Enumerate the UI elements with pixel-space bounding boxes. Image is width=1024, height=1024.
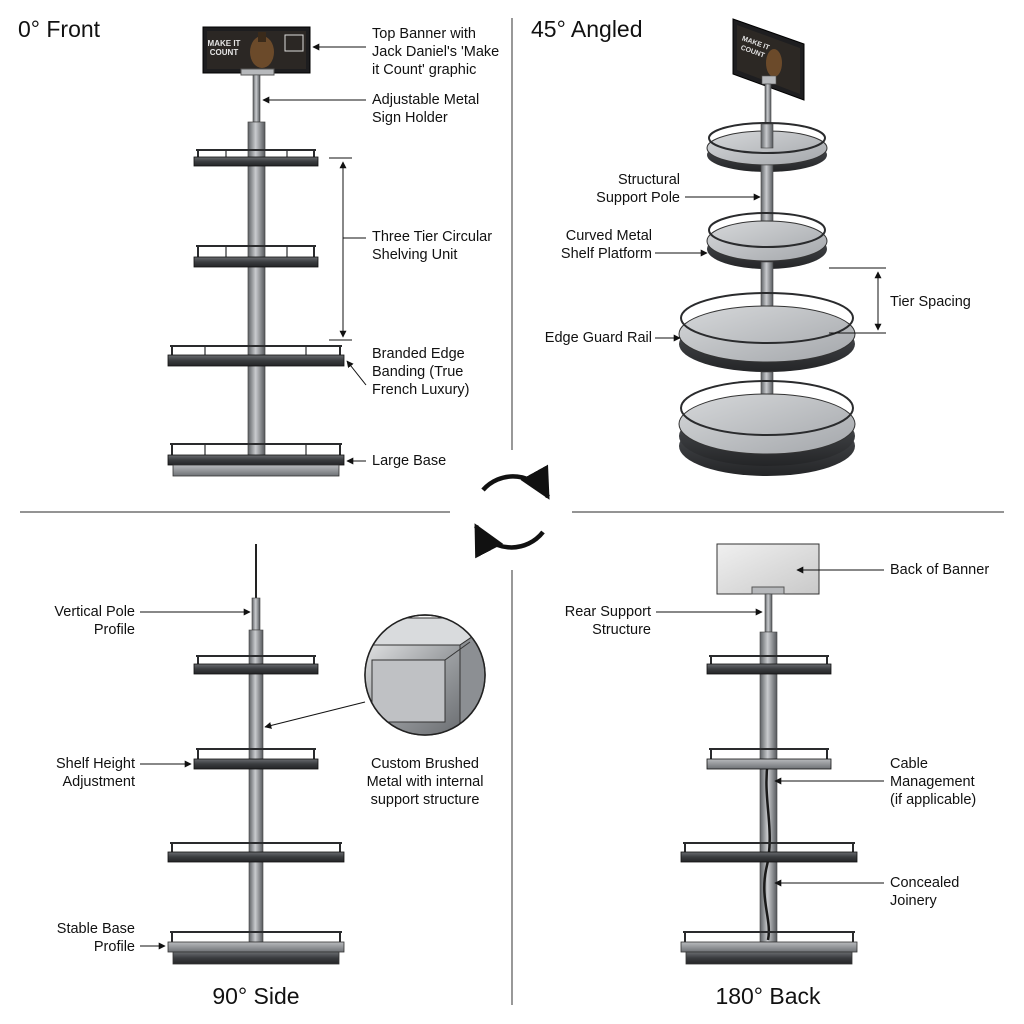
back-tier-1 [706,655,832,675]
back-base [680,931,858,965]
label-base-profile: Stable Base Profile [56,921,135,955]
angled-tier-3 [678,292,856,372]
front-tier-2 [193,245,319,268]
label-rear-support: Rear Support Structure [564,604,651,638]
label-edge-banding: Branded Edge Banding (True French Luxury… [372,346,470,398]
label-pole-profile: Vertical Pole Profile [54,604,135,638]
angled-banner: MAKE ITCOUNT [732,18,805,101]
side-view-title: 90° Side [212,983,300,1009]
front-tier-3 [167,345,345,367]
label-three-tier: Three Tier Circular Shelving Unit [372,229,493,263]
angled-tier-2 [706,212,828,269]
angled-tier-1 [706,122,828,172]
back-tier-2 [706,748,832,770]
angled-view-title: 45° Angled [531,16,643,42]
label-top-banner: Top Banner with Jack Daniel's 'Make it C… [372,26,500,78]
angled-base [678,380,856,476]
label-support-pole: Structural Support Pole [596,172,680,206]
label-large-base: Large Base [372,453,447,469]
side-tier-2 [193,748,319,770]
label-cable-management: Cable Management (if applicable) [890,756,977,808]
label-shelf-platform: Curved Metal Shelf Platform [560,228,652,262]
back-view-title: 180° Back [715,983,821,1009]
side-base [167,931,345,965]
side-view [140,544,486,965]
rotation-icon [474,464,550,559]
label-brushed-metal: Custom Brushed Metal with internal suppo… [366,756,484,808]
label-height-adjust: Shelf Height Adjustment [56,756,135,790]
label-concealed-joinery: Concealed Joinery [890,875,960,909]
back-view [656,543,884,965]
angled-view: MAKE ITCOUNT [655,18,886,476]
label-guard-rail: Edge Guard Rail [544,330,652,346]
label-tier-spacing: Tier Spacing [890,294,971,310]
back-tier-3 [680,842,858,863]
side-tier-3 [167,842,345,863]
side-tier-1 [193,655,319,675]
front-tier-1 [193,149,319,167]
label-banner-back: Back of Banner [890,562,990,578]
brushed-metal-magnifier [364,614,486,736]
label-sign-holder: Adjustable Metal Sign Holder [372,92,480,126]
front-base [167,443,345,477]
front-view-title: 0° Front [18,16,101,42]
quadrant-dividers [20,18,1004,1005]
